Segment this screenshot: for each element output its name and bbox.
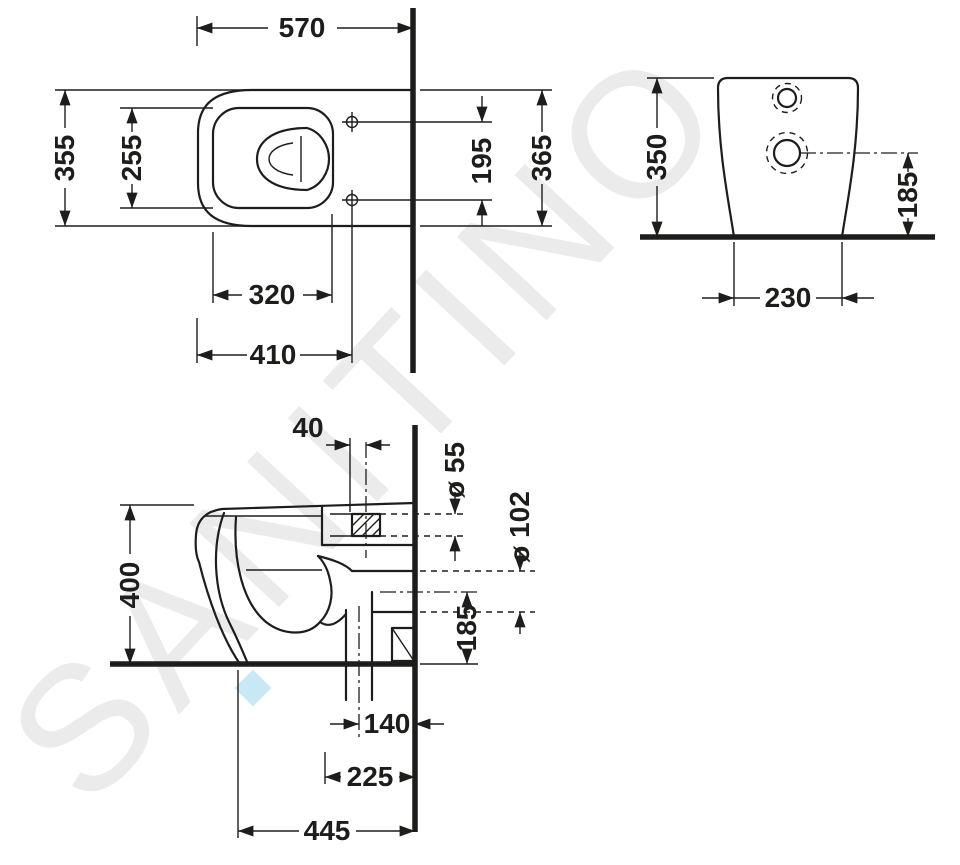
- trap-connector: [316, 554, 354, 626]
- wall-outlet-box-diagonal: [391, 627, 415, 662]
- side-dim-total-depth: 445: [238, 815, 415, 846]
- fixing-hole-cross: [342, 112, 362, 132]
- horizontal-outlet-pipe: [350, 569, 417, 614]
- plan-view: 570 355 255 320 410 195: [49, 8, 557, 373]
- fixing-hole-top: [342, 112, 362, 132]
- dim-label: 355: [49, 135, 80, 182]
- dim-label: 320: [249, 279, 296, 310]
- outlet-hole-circle: [772, 138, 802, 168]
- plan-dim-bottom-inner: 320: [213, 279, 332, 310]
- dim-label: ø 102: [504, 491, 535, 563]
- side-dim-vertical-outlet: 225: [325, 761, 415, 792]
- front-dim-bottom: 230: [702, 282, 874, 313]
- fixing-hole-cross: [342, 190, 362, 210]
- seat-opening-outline: [211, 106, 335, 210]
- dim-label: 40: [292, 412, 323, 443]
- dim-label: 195: [466, 138, 497, 185]
- vertical-outlet-pipe: [344, 590, 374, 702]
- water-surface-outline: [255, 126, 331, 192]
- bowl-inner-wall: [234, 515, 333, 634]
- plan-dim-left-inner: 255: [116, 108, 147, 208]
- bowl-outer-wall: [214, 511, 250, 666]
- toilet-outline-front: [716, 76, 860, 239]
- side-dim-inlet-offset: 40: [292, 412, 390, 451]
- drain-detail: [268, 136, 302, 182]
- plan-dim-top: 570: [197, 12, 413, 43]
- plan-dim-left-outer: 355: [49, 90, 80, 226]
- dim-label: 230: [765, 282, 812, 313]
- dim-label: 410: [250, 339, 297, 370]
- side-dim-outlet-diameter: ø 102: [504, 491, 535, 634]
- front-dim-right: 185: [892, 153, 923, 237]
- side-dim-outlet-height: 185: [451, 592, 482, 664]
- inlet-pipe-stubs: [330, 513, 352, 537]
- dim-label: 445: [304, 815, 351, 846]
- dim-label: 365: [526, 135, 557, 182]
- plan-dim-bottom-outer: 410: [197, 339, 352, 370]
- inlet-hole-dashed-circle: [771, 82, 803, 114]
- dim-label: 185: [892, 172, 923, 219]
- dim-label: 185: [451, 605, 482, 652]
- dim-label: 570: [279, 12, 326, 43]
- toilet-outline-side: [194, 501, 417, 666]
- toilet-outline-plan: [196, 88, 415, 228]
- dim-label: 225: [347, 761, 394, 792]
- dim-label: 400: [114, 562, 145, 609]
- side-dim-height: 400: [114, 505, 145, 664]
- inlet-pipe-hatching: [351, 513, 381, 537]
- front-view: 350 185 230: [640, 76, 935, 313]
- extension-lines: [647, 77, 843, 306]
- dim-label: ø 55: [439, 442, 470, 498]
- watermark-diamond: [234, 669, 272, 707]
- front-dim-left: 350: [641, 78, 672, 237]
- fixing-hole-bottom: [342, 190, 362, 210]
- side-dim-outlet-to-wall: 140: [330, 708, 444, 739]
- dim-label: 350: [641, 134, 672, 181]
- side-dim-inlet-diameter: ø 55: [439, 442, 470, 561]
- dim-label: 140: [364, 708, 411, 739]
- flush-housing: [320, 504, 417, 547]
- plan-dim-right-outer: 365: [526, 90, 557, 226]
- side-view: 40 400 ø 55 ø 102 185 140: [110, 412, 535, 846]
- dim-label: 255: [116, 135, 147, 182]
- inlet-hole-circle: [776, 87, 798, 109]
- plan-dim-right-inner: 195: [466, 96, 497, 226]
- extension-lines: [120, 438, 478, 838]
